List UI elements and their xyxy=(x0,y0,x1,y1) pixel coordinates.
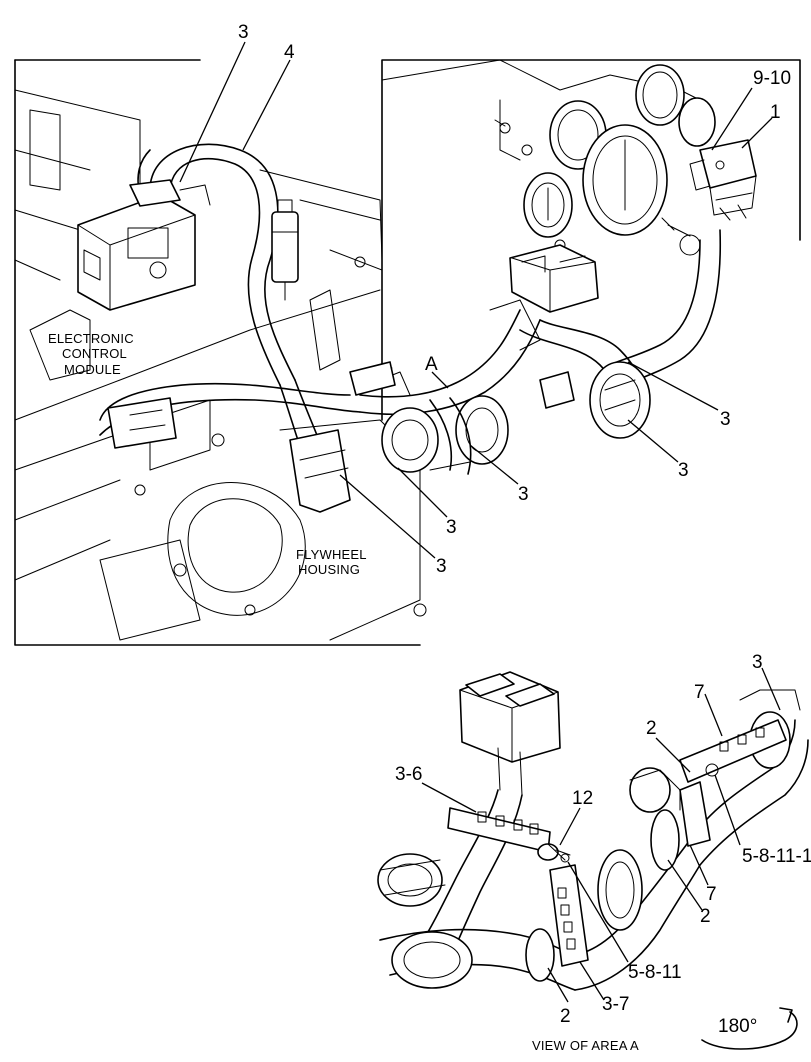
callout-3-right-b: 3 xyxy=(678,460,689,481)
callout-3-top: 3 xyxy=(238,22,249,43)
detail-callout-7-bottom: 7 xyxy=(706,884,717,905)
detail-callout-7-top: 7 xyxy=(694,682,705,703)
engine-block xyxy=(14,89,427,641)
frame-right-panel xyxy=(381,59,801,421)
leaders-main xyxy=(179,41,773,559)
callout-area-a: A xyxy=(425,354,438,375)
flywheel-label-line2: HOUSING xyxy=(298,562,360,577)
relay-block xyxy=(489,244,599,351)
detail-view-a: 3 7 2 3-6 12 5-8-11-1 7 2 5-8-11 2 3-7 V… xyxy=(377,652,811,1053)
callout-3-mid-a: 3 xyxy=(518,484,529,505)
detail-bolt-12 xyxy=(537,843,571,863)
detail-callout-3-7: 3-7 xyxy=(602,994,629,1015)
harness-lower xyxy=(99,382,361,449)
view-caption: VIEW OF AREA A xyxy=(532,1038,639,1053)
rotation-arrow-icon xyxy=(701,1011,798,1050)
detail-clip-3-6 xyxy=(447,807,551,853)
detail-clip-3-7 xyxy=(549,864,589,967)
harness-loop xyxy=(129,143,351,513)
frame-left-bottom xyxy=(14,59,421,646)
harness-center xyxy=(349,229,722,475)
main-view: 3 4 9-10 1 A 3 3 3 3 3 ELECTRONIC CONTRO… xyxy=(14,22,801,646)
callout-1: 1 xyxy=(770,102,781,123)
ecm-label-line1: ELECTRONIC xyxy=(48,331,134,346)
ecm-label-line3: MODULE xyxy=(64,362,121,377)
detail-callout-3: 3 xyxy=(752,652,763,673)
flywheel-label-line1: FLYWHEEL xyxy=(296,547,367,562)
detail-callout-5-8-11: 5-8-11 xyxy=(628,962,682,983)
detail-callout-2-bottom: 2 xyxy=(560,1006,571,1027)
callout-9-10: 9-10 xyxy=(753,68,791,89)
callout-3-mid-b: 3 xyxy=(446,517,457,538)
detail-callout-2-right: 2 xyxy=(700,906,711,927)
relay-unit xyxy=(661,139,757,256)
rotation-indicator: 180° xyxy=(701,1007,798,1050)
callout-3-mid-c: 3 xyxy=(436,556,447,577)
detail-callout-3-6: 3-6 xyxy=(395,764,422,785)
ecm-box xyxy=(77,194,196,311)
leaders-detail xyxy=(421,667,781,1003)
rotation-label: 180° xyxy=(718,1016,757,1037)
gauge-panel xyxy=(381,59,716,251)
detail-callout-12: 12 xyxy=(572,788,593,809)
ecm-label-line2: CONTROL xyxy=(62,346,127,361)
detail-callout-5-8-11-1: 5-8-11-1 xyxy=(742,846,811,867)
detail-callout-2-top: 2 xyxy=(646,718,657,739)
callout-4: 4 xyxy=(284,42,295,63)
callout-3-right-a: 3 xyxy=(720,409,731,430)
detail-relay-block xyxy=(459,671,561,796)
detail-clip-7 xyxy=(679,719,787,847)
